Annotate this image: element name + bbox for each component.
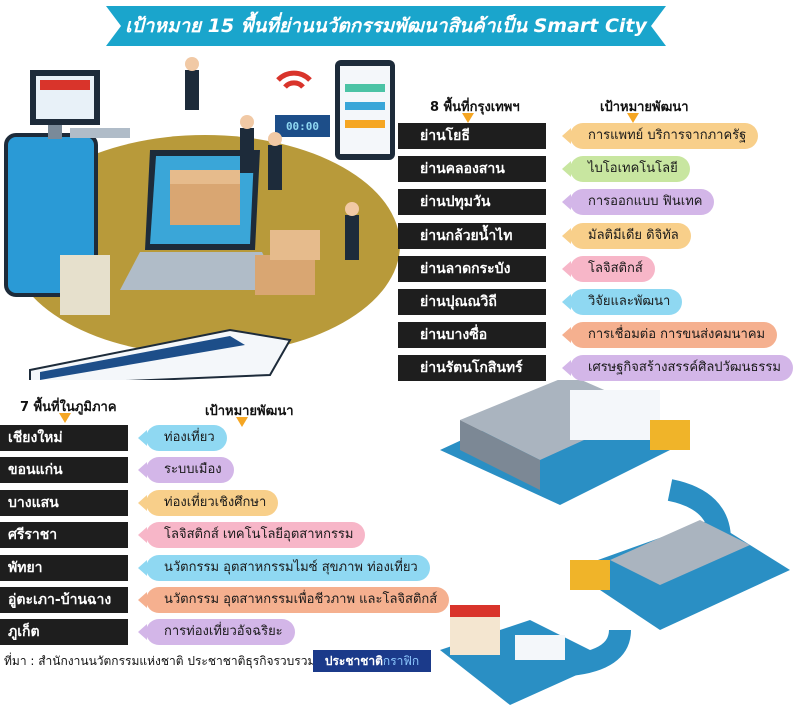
bangkok-goal-pill: การออกแบบ ฟินเทค [561, 189, 715, 216]
regions-area-name: ศรีราชา [0, 522, 128, 549]
regions-area-name: เชียงใหม่ [0, 425, 128, 451]
regions-goal-pill: โลจิสติกส์ เทคโนโลยีอุตสาหกรรม [137, 522, 366, 549]
logistics-illustration [440, 380, 790, 705]
brand-logo: ประชาชาติกราฟิก [313, 650, 431, 672]
regions-goal-heading: เป้าหมายพัฒนา [205, 404, 294, 419]
brand-logo-main: ประชาชาติ [324, 654, 383, 668]
title-banner [106, 6, 666, 46]
regions-area-name: บางแสน [0, 489, 128, 516]
bangkok-area-name: ย่านลาดกระบัง [398, 255, 546, 282]
regions-goal-heading-arrow [236, 417, 248, 427]
bangkok-goal-pill: เศรษฐกิจสร้างสรรค์ศิลปวัฒนธรรม [562, 355, 793, 382]
page-title: เป้าหมาย 15 พื้นที่ย่านนวัตกรรมพัฒนาสินค… [125, 15, 647, 37]
bangkok-area-name: ย่านปุณณวิถี [398, 289, 546, 315]
regions-goal-pill: ท่องเที่ยว [138, 425, 227, 451]
source-note: ที่มา : สำนักงานนวัตกรรมแห่งชาติ ประชาชา… [4, 654, 316, 668]
bangkok-goal-heading-arrow [627, 113, 639, 123]
bangkok-area-name: ย่านปทุมวัน [398, 189, 546, 216]
bangkok-goal-pill: ไบโอเทคโนโลยี [562, 156, 690, 183]
bangkok-goal-pill: การเชื่อมต่อ การขนส่งคมนาคม [561, 322, 778, 349]
regions-heading-arrow [59, 413, 71, 423]
brand-logo-sub: กราฟิก [382, 654, 420, 668]
bangkok-heading-arrow [462, 113, 474, 123]
bangkok-goal-heading: เป้าหมายพัฒนา [600, 100, 689, 115]
bangkok-goal-pill: โลจิสติกส์ [562, 255, 655, 282]
regions-heading: 7 พื้นที่ในภูมิภาค [20, 400, 117, 415]
bangkok-goal-pill: การแพทย์ บริการจากภาครัฐ [561, 123, 759, 149]
bangkok-area-name: ย่านคลองสาน [398, 156, 546, 183]
bangkok-goal-pill: มัลติมีเดีย ดิจิทัล [562, 222, 691, 249]
bangkok-area-name: ย่านกล้วยน้ำไท [398, 222, 546, 249]
bangkok-area-name: ย่านรัตนโกสินทร์ [398, 355, 546, 382]
regions-goal-pill: นวัตกรรม อุตสาหกรรมเพื่อชีวภาพ และโลจิสต… [137, 587, 450, 613]
regions-goal-pill: การท่องเที่ยวอัจฉริยะ [138, 619, 295, 646]
regions-goal-pill: นวัตกรรม อุตสาหกรรมไมซ์ สุขภาพ ท่องเที่ย… [138, 554, 430, 581]
regions-area-name: ขอนแก่น [0, 457, 128, 484]
regions-goal-pill: ท่องเที่ยวเชิงศึกษา [137, 489, 279, 516]
bangkok-area-name: ย่านโยธี [398, 123, 546, 149]
bangkok-area-name: ย่านบางซื่อ [398, 322, 546, 349]
bangkok-heading: 8 พื้นที่กรุงเทพฯ [430, 100, 520, 115]
clock-display: 00:00 [285, 120, 320, 133]
bangkok-goal-pill: วิจัยและพัฒนา [561, 289, 683, 315]
regions-area-name: อู่ตะเภา-บ้านฉาง [0, 587, 128, 613]
regions-area-name: ภูเก็ต [0, 619, 128, 646]
regions-goal-pill: ระบบเมือง [138, 457, 234, 484]
regions-area-name: พัทยา [0, 554, 128, 581]
ecommerce-illustration [4, 57, 400, 380]
